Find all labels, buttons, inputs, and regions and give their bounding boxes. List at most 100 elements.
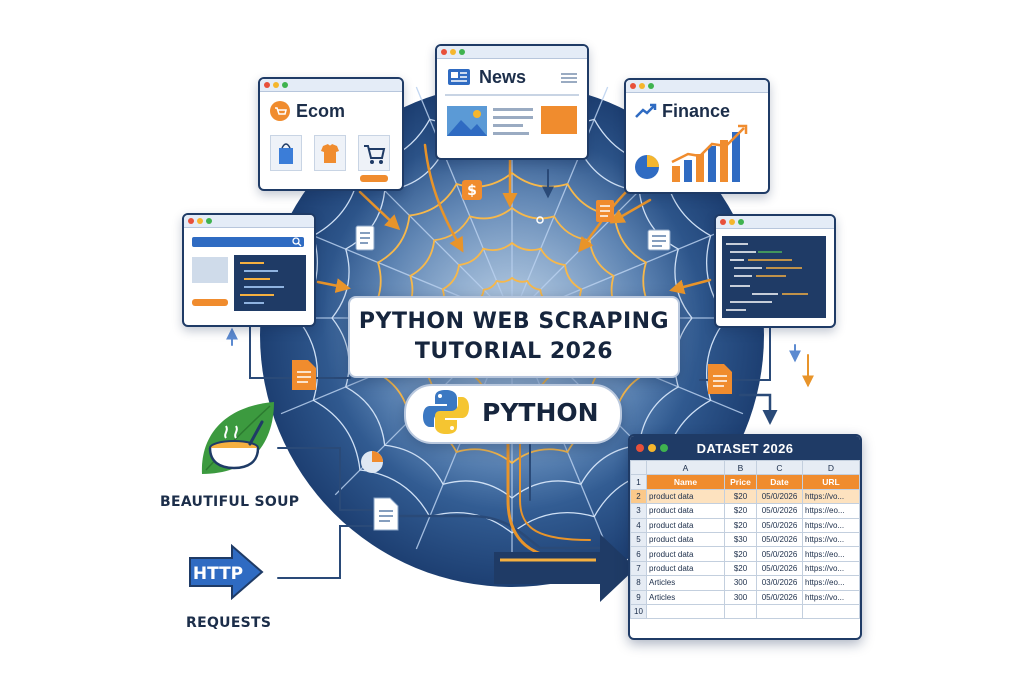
cell-url[interactable]: https://eo... <box>802 546 860 562</box>
column-letter[interactable]: D <box>802 459 860 476</box>
cell-name[interactable]: product data <box>646 560 725 577</box>
page-subtitle: TUTORIAL 2026 <box>414 339 614 364</box>
cell-date[interactable]: 05/0/2026 <box>756 560 803 577</box>
buy-button[interactable] <box>360 175 388 182</box>
finance-window: Finance <box>624 78 770 194</box>
dataset-big-arrow <box>494 534 636 602</box>
dataset-title: DATASET 2026 <box>696 441 794 456</box>
window-minimize-dot <box>648 444 656 452</box>
cell-name[interactable]: product data <box>646 503 725 519</box>
cell-name[interactable]: product data <box>646 546 725 562</box>
row-number: 5 <box>630 531 647 548</box>
window-titlebar <box>184 215 314 228</box>
document-icon <box>292 360 316 390</box>
dataset-window: DATASET 2026 A B C D 1 Name Price Date <box>628 434 862 640</box>
table-row: 10 <box>630 603 860 620</box>
cell-name[interactable]: product data <box>646 488 725 505</box>
cell-url[interactable]: https://vo... <box>802 589 860 605</box>
html-code-window <box>714 214 836 328</box>
search-action-button[interactable] <box>192 299 228 306</box>
http-arrow-icon: HTTP <box>189 544 264 600</box>
cell-price[interactable]: $20 <box>724 517 757 533</box>
python-logo-icon <box>423 390 469 434</box>
cell-url[interactable]: https://eo... <box>802 503 860 519</box>
window-minimize-dot <box>639 83 645 89</box>
window-minimize-dot <box>273 82 279 88</box>
column-letter[interactable]: C <box>756 459 803 476</box>
cell-date[interactable]: 05/0/2026 <box>756 503 803 519</box>
window-titlebar <box>716 216 834 229</box>
window-close-dot <box>188 218 194 224</box>
column-letter[interactable]: A <box>646 459 725 476</box>
window-maximize-dot <box>648 83 654 89</box>
svg-text:$: $ <box>467 183 477 199</box>
cell-url[interactable]: https://vo... <box>802 488 860 505</box>
web-node <box>536 216 544 224</box>
empty-cell[interactable] <box>756 603 803 620</box>
cell-price[interactable]: $20 <box>724 546 757 562</box>
empty-cell[interactable] <box>724 603 757 620</box>
cart-icon <box>364 145 386 164</box>
http-text: HTTP <box>193 564 243 584</box>
cell-date[interactable]: 03/0/2026 <box>756 575 803 591</box>
ecom-label: Ecom <box>296 101 346 121</box>
cell-price[interactable]: $20 <box>724 488 757 505</box>
cell-price[interactable]: 300 <box>724 575 757 591</box>
window-maximize-dot <box>206 218 212 224</box>
cell-url[interactable]: https://vo... <box>802 560 860 577</box>
row-number: 10 <box>630 603 647 620</box>
cell-name[interactable]: Articles <box>646 575 725 591</box>
pie-chart-icon <box>635 155 659 179</box>
empty-cell[interactable] <box>646 603 725 620</box>
product-card <box>314 135 346 171</box>
cell-price[interactable]: $20 <box>724 503 757 519</box>
header-cell-url[interactable]: URL <box>802 474 860 490</box>
header-cell-date[interactable]: Date <box>756 474 803 490</box>
empty-cell[interactable] <box>802 603 860 620</box>
window-close-dot <box>264 82 270 88</box>
cell-url[interactable]: https://eo... <box>802 575 860 591</box>
cell-name[interactable]: Articles <box>646 589 725 605</box>
cell-date[interactable]: 05/0/2026 <box>756 488 803 505</box>
window-minimize-dot <box>197 218 203 224</box>
cell-price[interactable]: 300 <box>724 589 757 605</box>
cell-name[interactable]: product data <box>646 531 725 548</box>
cell-name[interactable]: product data <box>646 517 725 533</box>
cell-price[interactable]: $30 <box>724 531 757 548</box>
header-cell-price[interactable]: Price <box>724 474 757 490</box>
newspaper-icon <box>448 69 470 85</box>
row-number: 7 <box>630 560 647 577</box>
column-letter[interactable]: B <box>724 459 757 476</box>
corner-cell <box>630 459 647 476</box>
window-maximize-dot <box>660 444 668 452</box>
header-cell-name[interactable]: Name <box>646 474 725 490</box>
news-window: News <box>435 44 589 160</box>
cell-date[interactable]: 05/0/2026 <box>756 531 803 548</box>
search-results-window <box>182 213 316 327</box>
cell-date[interactable]: 05/0/2026 <box>756 546 803 562</box>
code-icon <box>240 262 284 304</box>
cell-price[interactable]: $20 <box>724 560 757 577</box>
document-icon <box>647 229 671 251</box>
cell-date[interactable]: 05/0/2026 <box>756 589 803 605</box>
window-titlebar <box>260 79 402 92</box>
tshirt-icon <box>321 144 339 163</box>
cell-url[interactable]: https://vo... <box>802 531 860 548</box>
cell-date[interactable]: 05/0/2026 <box>756 517 803 533</box>
ecom-cart-badge-icon <box>270 101 290 121</box>
trend-up-icon <box>635 103 657 118</box>
cell-url[interactable]: https://vo... <box>802 517 860 533</box>
tutorial-title-card: PYTHON WEB SCRAPING TUTORIAL 2026 <box>348 296 680 378</box>
row-number: 3 <box>630 503 647 519</box>
web-spoke <box>415 86 513 319</box>
web-spoke <box>511 86 609 319</box>
search-bar[interactable] <box>192 237 304 247</box>
web-ring <box>331 137 693 499</box>
news-highlight-block <box>541 106 577 134</box>
